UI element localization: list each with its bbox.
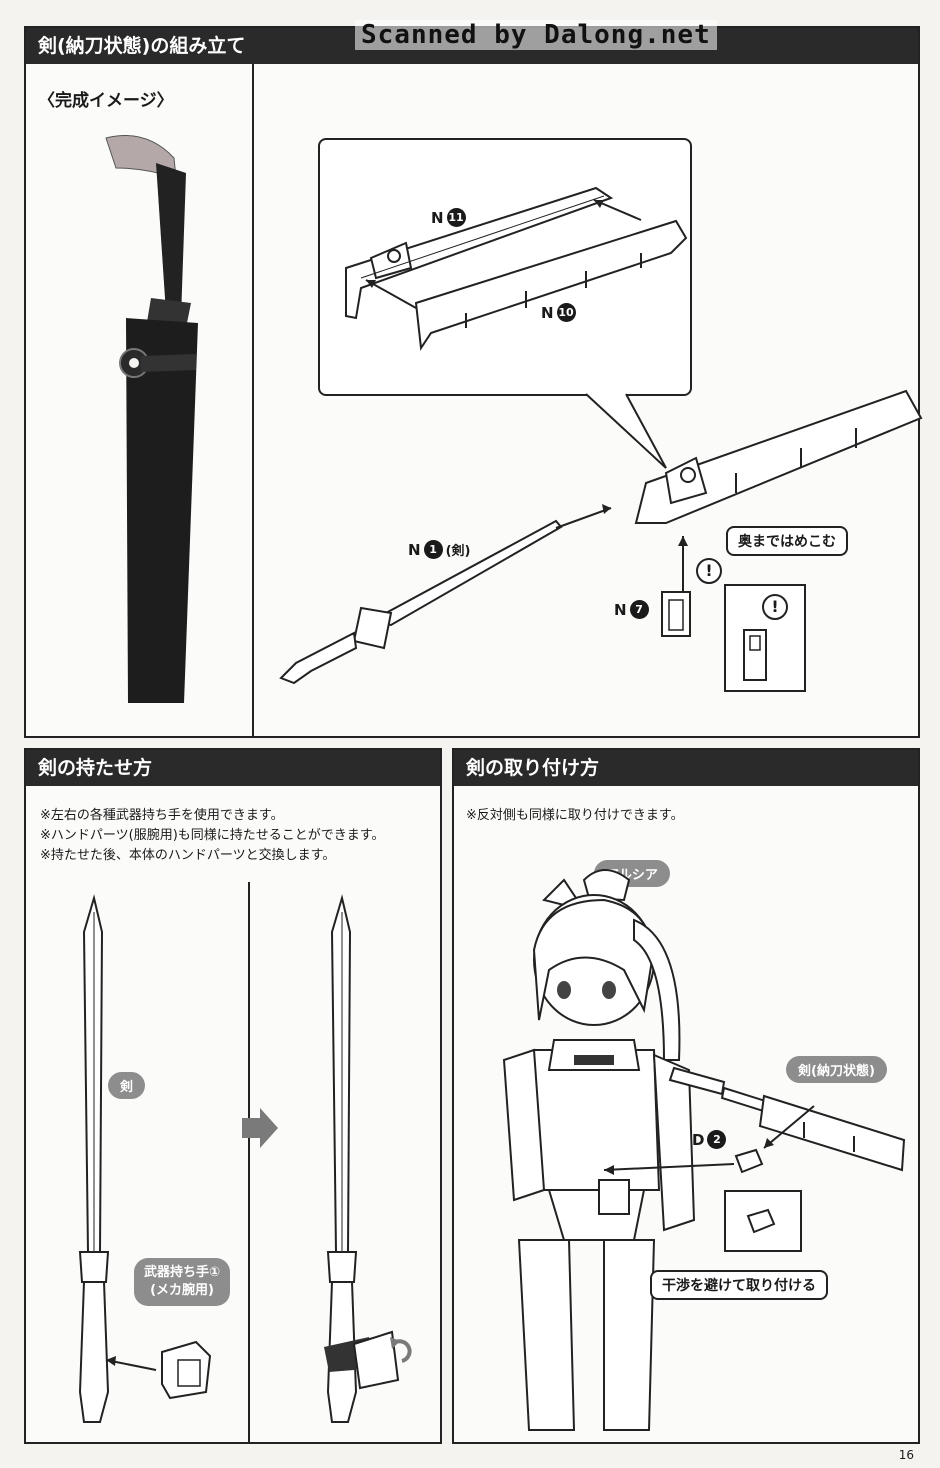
- clip-part-n7: [661, 591, 691, 637]
- attaching-note: ※反対側も同様に取り付けできます。: [466, 808, 684, 823]
- sword-pill: 剣: [108, 1072, 146, 1099]
- part-label-n11: N 11: [431, 208, 466, 227]
- part-label-n1: N 1 (剣): [408, 540, 470, 559]
- weapon-hand-label: 武器持ち手① (メカ腕用): [134, 1258, 231, 1306]
- weapon-hand-part: [161, 1340, 212, 1400]
- part-letter: N: [614, 600, 627, 619]
- attaching-panel: 剣の取り付け方 ※反対側も同様に取り付けできます。 アルシア: [452, 748, 920, 1444]
- character-figure: [502, 869, 696, 1431]
- part-label-n7: N 7: [614, 600, 649, 619]
- connector-detail-drawing: [746, 1208, 776, 1234]
- holding-note-3: ※持たせた後、本体のハンドパーツと交換します。: [40, 848, 336, 863]
- warning-icon: !: [696, 558, 722, 584]
- hand-arrow: [105, 1356, 157, 1371]
- part-letter: N: [408, 540, 421, 559]
- part-letter: D: [692, 1130, 705, 1149]
- part-label-d2: D 2: [692, 1130, 727, 1149]
- finished-image-label: 〈完成イメージ〉: [38, 91, 174, 111]
- page-number: 16: [898, 1448, 914, 1462]
- attaching-header: 剣の取り付け方: [454, 750, 918, 786]
- sword-blade-n1: [279, 519, 563, 685]
- assembly-panel: 剣(納刀状態)の組み立て 〈完成イメージ〉 N 1: [24, 26, 923, 738]
- connector-part-d2: [734, 1148, 764, 1174]
- attach-arrows: [603, 1105, 815, 1175]
- avoid-interference-callout: 干渉を避けて取り付ける: [650, 1270, 828, 1300]
- sword-drawing-before: [78, 894, 110, 1423]
- holding-panel: 剣の持たせ方 ※左右の各種武器持ち手を使用できます。 ※ハンドパーツ(服腕用)も…: [24, 748, 442, 1444]
- scabbard-half-n11: [345, 186, 614, 320]
- part-suffix: (剣): [445, 544, 471, 559]
- finished-sword-image: [105, 135, 198, 703]
- clip-detail-drawing: [743, 629, 767, 681]
- part-number-badge: 7: [629, 600, 649, 619]
- warning-icon: !: [762, 594, 788, 620]
- scan-credit-watermark: Scanned by Dalong.net: [355, 20, 717, 50]
- inset-pointer: [585, 393, 667, 469]
- part-letter: N: [431, 208, 444, 227]
- push-fully-callout: 奥まではめこむ: [726, 526, 848, 556]
- part-number-badge: 2: [707, 1130, 727, 1149]
- part-number-badge: 10: [556, 303, 576, 322]
- panel-divider: [252, 64, 254, 738]
- sheathed-sword-drawing: [668, 1066, 906, 1172]
- part-number-badge: 1: [423, 540, 443, 559]
- part-letter: N: [541, 303, 554, 322]
- part-number-badge: 11: [446, 208, 466, 227]
- weapon-hand-label-line1: 武器持ち手①: [144, 1265, 221, 1280]
- assembled-scabbard: [634, 389, 923, 524]
- assembly-arrows-inset: [365, 199, 642, 309]
- holding-header: 剣の持たせ方: [26, 750, 440, 786]
- sword-drawing-after: [324, 894, 400, 1423]
- rotate-icon: [390, 1337, 412, 1363]
- holding-note-1: ※左右の各種武器持ち手を使用できます。: [40, 808, 284, 823]
- scabbard-half-n10: [414, 219, 688, 351]
- holding-divider: [248, 882, 250, 1442]
- part-label-n10: N 10: [541, 303, 576, 322]
- weapon-hand-label-line2: (メカ腕用): [150, 1283, 214, 1298]
- next-step-arrow-icon: [242, 1108, 278, 1148]
- sheathed-sword-pill: 剣(納刀状態): [786, 1056, 887, 1083]
- connector-detail-box: [724, 1190, 802, 1252]
- holding-note-2: ※ハンドパーツ(服腕用)も同様に持たせることができます。: [40, 828, 385, 843]
